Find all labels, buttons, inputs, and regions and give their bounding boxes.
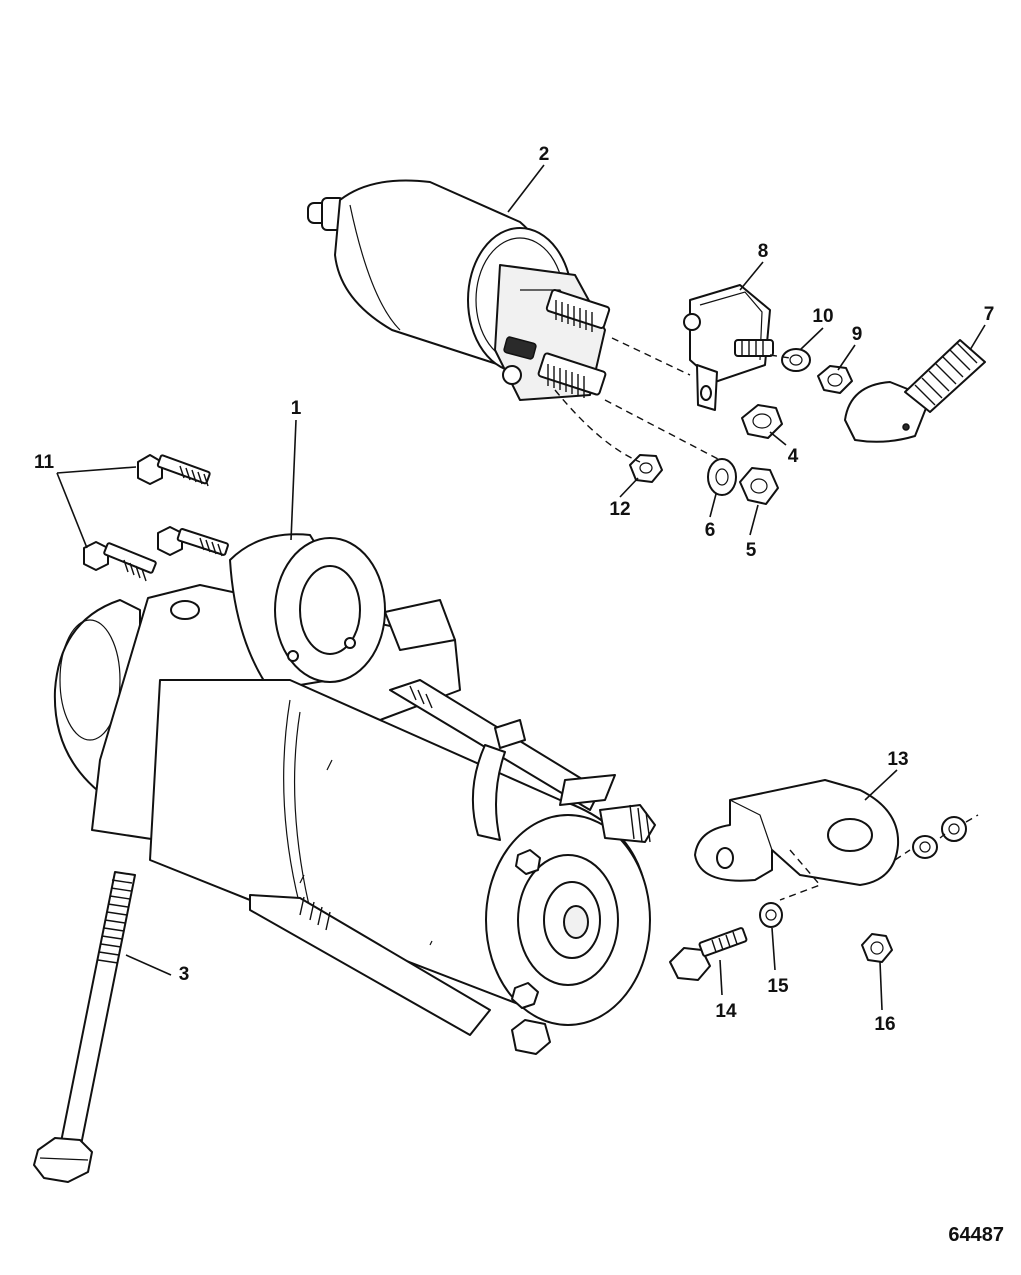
long-through-bolt — [33, 871, 136, 1183]
nut-4 — [741, 404, 783, 439]
washer-6 — [707, 458, 737, 496]
callout-15: 15 — [767, 976, 789, 997]
callout-14: 14 — [715, 1001, 737, 1022]
solenoid — [307, 179, 611, 401]
callout-7: 7 — [984, 304, 995, 325]
bracket-washer-a — [912, 835, 938, 859]
washer-10 — [781, 348, 811, 372]
callout-13: 13 — [887, 749, 908, 770]
callout-1: 1 — [291, 398, 302, 419]
bracket-washer-b — [941, 816, 967, 842]
bolt-14 — [669, 927, 748, 981]
nut-12 — [629, 454, 663, 483]
leader-lines — [56, 164, 986, 1011]
nut-16 — [861, 933, 893, 963]
terminal-boot — [844, 339, 986, 443]
mounting-bolt-lower — [83, 541, 157, 582]
callout-9: 9 — [852, 324, 863, 345]
callout-11: 11 — [34, 452, 55, 473]
mounting-bolt-middle — [157, 526, 229, 557]
callout-5: 5 — [746, 540, 757, 561]
callout-12: 12 — [609, 499, 630, 520]
callout-2: 2 — [539, 144, 550, 165]
callout-8: 8 — [758, 241, 769, 262]
callout-3: 3 — [179, 964, 190, 985]
callout-6: 6 — [705, 520, 716, 541]
mounting-bolt-upper — [137, 454, 211, 487]
nut-5 — [739, 467, 779, 505]
terminal-connector — [683, 284, 774, 411]
starter-motor — [53, 533, 656, 1055]
support-bracket — [694, 779, 900, 886]
callout-16: 16 — [874, 1014, 895, 1035]
figure-number: 64487 — [948, 1224, 1004, 1246]
callout-10: 10 — [812, 306, 833, 327]
nut-9 — [817, 365, 853, 394]
callout-4: 4 — [788, 446, 799, 467]
washer-15 — [759, 902, 783, 928]
